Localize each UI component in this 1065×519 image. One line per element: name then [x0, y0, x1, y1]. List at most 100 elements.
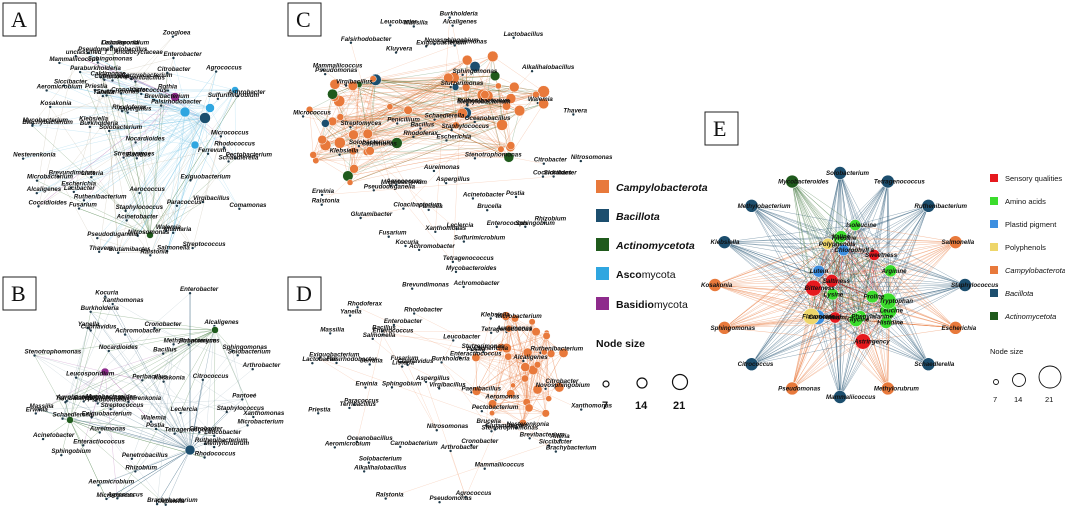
network_C-node-leucobacter	[389, 24, 392, 27]
legend-size-label-21: 21	[673, 400, 685, 412]
network_A-edge	[166, 144, 196, 252]
network_C-edge	[396, 94, 486, 144]
network_B-label-terribacillus: Terribacillus	[55, 395, 92, 402]
network_A-node-nesterenkonia	[21, 157, 25, 160]
network_B-edge	[163, 381, 191, 451]
network_D-edge	[492, 401, 527, 414]
network_E-edge	[832, 294, 929, 365]
network_E-label-tyrosine: Tyrosine	[831, 235, 857, 242]
network_B-edge	[62, 418, 215, 436]
network_E-edge	[714, 270, 819, 286]
network_C-edge	[367, 98, 511, 135]
legend-swatch-ascomycota	[596, 267, 609, 280]
network_C-edge	[339, 100, 367, 153]
network_E-edge	[724, 294, 833, 329]
legend-size-label-14: 14	[635, 400, 648, 412]
network_C-node-leclercia	[455, 227, 458, 231]
network_A-label-comamonas: Comamonas	[229, 202, 267, 209]
legend-size-label-7: 7	[602, 400, 608, 412]
network_C-label-solobacterium: Solobacterium	[349, 139, 392, 146]
network_C-edge	[313, 154, 349, 177]
network_D-label-mycobacteroides: Mycobacteroides	[446, 265, 497, 272]
network_A-edge	[112, 80, 186, 113]
network_A-edge	[165, 111, 186, 232]
network_A-edge	[50, 105, 162, 108]
network_D-label-aeromicrobium: Aeromicrobium	[324, 440, 371, 447]
network_A-edge	[23, 111, 186, 159]
network_C-label-mammaliicoccus: Mammaliicoccus	[313, 63, 363, 70]
network_C-hub-node	[362, 128, 373, 139]
network_A-node-pseudoduganella	[96, 236, 99, 240]
network_C-label-sphingobium: Sphingobium	[515, 220, 555, 227]
network_C-edge	[366, 77, 454, 153]
network_A-node-yanella	[101, 94, 105, 98]
network_A-label-brevundimonas: Brevundimonas	[49, 170, 96, 177]
network_B-edge	[87, 327, 191, 451]
network_E-edge	[841, 236, 956, 243]
network_D-hub-node	[524, 403, 534, 413]
network_B-label-nesterenkonia: Nesterenkonia	[118, 395, 161, 402]
network_D-label-paracoccus: Paracoccus	[344, 398, 379, 405]
network_D-node-erwinia	[364, 386, 367, 389]
network_C-edge	[465, 56, 493, 113]
network_B-node-burkholderia	[89, 310, 92, 313]
network_E-label-lysine: Lysine	[824, 291, 844, 298]
network_C-edge	[358, 146, 453, 262]
network_A-edge	[184, 111, 236, 159]
network_B-edge	[154, 327, 216, 331]
network_C-node-alcaligenes	[451, 24, 454, 27]
network_B-edge	[69, 401, 129, 421]
network_D-edge	[510, 393, 549, 399]
network_D-label-brevundimonas: Brevundimonas	[402, 282, 449, 289]
network_A-node-citrococcus	[140, 92, 143, 96]
network_A-edge	[32, 72, 168, 126]
network_B-node-nesterenkonia	[127, 400, 130, 404]
network_D-label-aeromonas: Aeromonas	[484, 393, 520, 400]
network_D-node-novosphingobium	[544, 387, 547, 390]
network_B-node-stenotrophomonas	[33, 354, 36, 357]
network_A-node-walemia	[164, 229, 168, 233]
network_C-edge	[353, 98, 511, 152]
network_C-edge	[352, 85, 503, 126]
network_A-label-ruthenibacterium: Ruthenibacterium	[74, 193, 127, 200]
network_A-node-micrococcus	[219, 135, 223, 138]
network_E-edge	[714, 270, 891, 286]
network_B-label-alcaligenes: Alcaligenes	[203, 319, 239, 326]
network_A-node-pantoea	[111, 79, 114, 82]
network_C-label-nitrosomonas: Nitrosomonas	[571, 154, 613, 161]
network_A-edge	[88, 52, 196, 146]
network_C-label-exiguobacterium: Exiguobacterium	[416, 39, 467, 46]
network_C-node-aspergillus	[444, 181, 448, 185]
network_E-edge	[855, 224, 956, 243]
network_E-node-schaedlerella	[921, 357, 936, 371]
network_A-node-lacibacter	[72, 190, 76, 194]
network_D-label-falsirhodobacter: Falsirhodobacter	[327, 356, 378, 363]
network_E-edge	[813, 287, 857, 320]
network_E-edge	[792, 310, 889, 389]
network_D-hub-node	[521, 374, 529, 383]
network_E-edge	[855, 254, 875, 320]
network_D-edge	[319, 358, 517, 429]
network_D-edge	[537, 364, 560, 388]
network_D-label-achromobacter: Achromobacter	[453, 280, 500, 287]
network_E-edge	[843, 250, 887, 323]
legend-e-swatch-actinomycetota	[990, 312, 998, 320]
network_B-node-postia	[154, 427, 158, 431]
network_C-node-xanthomonas	[434, 230, 437, 234]
network_D-node-listeria	[400, 365, 404, 368]
network_A-label-citrobacter: Citrobacter	[157, 66, 191, 73]
network_B-label-corynebacterium: Corynebacterium	[74, 394, 125, 401]
network_B-label-leucosporidium: Leucosporidium	[66, 371, 115, 378]
network_A-label-mammaliicoccus: Mammaliicoccus	[49, 56, 99, 63]
network_B-edge	[39, 409, 71, 421]
network_A-node-burkholderia	[88, 125, 92, 129]
network_D-hub-node	[504, 324, 513, 333]
legend-e-swatch-plastid	[990, 220, 998, 228]
network_D-hub-node	[471, 353, 481, 362]
network_C-label-aspergillus: Aspergillus	[435, 176, 470, 183]
network_D-edge	[441, 340, 454, 363]
network_E-edge	[724, 316, 812, 329]
panel-letter-b: B	[2, 276, 37, 311]
network_B-node-erwinia	[34, 412, 37, 415]
network_D-label-priestia: Priestia	[308, 406, 331, 413]
